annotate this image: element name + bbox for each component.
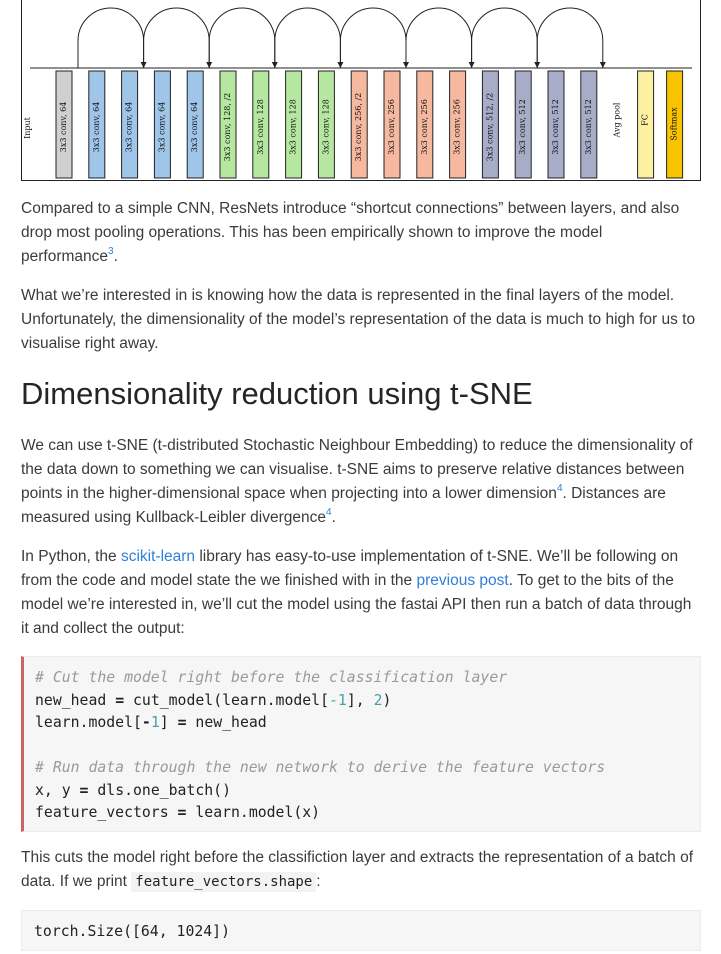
layer-box: [252, 70, 270, 179]
skip-connection-arc: [77, 7, 145, 68]
layer-box: [317, 70, 335, 179]
layer-label: 3x3 conv, 64: [59, 102, 68, 153]
layer-label: 3x3 conv, 512, /2: [485, 93, 494, 161]
layer-label: 3x3 conv, 512: [551, 99, 560, 155]
layer-label: 3x3 conv, 128, /2: [223, 93, 232, 161]
skip-connection-arc: [274, 7, 341, 68]
layer-label: 3x3 conv, 128: [256, 99, 265, 155]
layer-label: 3x3 conv, 256: [420, 99, 429, 155]
code-block-output[interactable]: torch.Size([64, 1024]): [21, 910, 701, 951]
layer-label: 3x3 conv, 512: [584, 99, 593, 155]
layer-box: [88, 70, 106, 179]
inline-code: feature_vectors.shape: [131, 872, 317, 892]
resnet-architecture-figure: Input 3x3 conv, 64 3x3 conv, 64 3x3 conv, 6…: [21, 0, 701, 181]
paragraph-python-intro: In Python, the scikit-learn library has …: [21, 548, 692, 637]
skip-connection-arc: [208, 7, 276, 68]
layer-label: 3x3 conv, 64: [92, 102, 101, 153]
skip-connection-arc: [471, 7, 538, 68]
layer-box: [449, 70, 467, 179]
layer-label: 3x3 conv, 64: [190, 102, 199, 153]
fc-box: [637, 70, 655, 179]
skip-connection-arc: [405, 7, 473, 68]
layer-box: [481, 70, 499, 179]
layer-label: 3x3 conv, 64: [125, 102, 134, 153]
layer-box: [285, 70, 303, 179]
layer-box: [350, 70, 368, 179]
code-comment: # Run data through the new network to de…: [35, 759, 606, 776]
previous-post-link[interactable]: previous post: [416, 572, 509, 589]
layer-box: [55, 70, 73, 179]
layer-label: 3x3 conv, 128: [289, 99, 298, 155]
layer-box: [219, 70, 237, 179]
arrow-head: [599, 62, 606, 68]
paragraph-motivation: What we’re interested in is knowing how …: [21, 287, 696, 352]
resnet-diagram: Input 3x3 conv, 64 3x3 conv, 64 3x3 conv, 6…: [23, 7, 692, 179]
skip-connection-arc: [339, 7, 407, 68]
layer-box: [383, 70, 401, 179]
paragraph-cut-explanation: This cuts the model right before the cla…: [21, 849, 694, 892]
layer-box: [547, 70, 565, 179]
layer-label: 3x3 conv, 512: [518, 99, 527, 155]
paragraph-resnet-intro: Compared to a simple CNN, ResNets introd…: [21, 200, 680, 265]
layer-label: 3x3 conv, 128: [321, 99, 330, 155]
footnote-ref-4[interactable]: 4: [556, 482, 563, 494]
layer-label: 3x3 conv, 64: [157, 102, 166, 153]
code-block-cut-model[interactable]: # Cut the model right before the classif…: [21, 656, 701, 832]
softmax-box: [666, 70, 684, 179]
code-comment: # Cut the model right before the classif…: [35, 669, 508, 686]
layer-label: 3x3 conv, 256: [387, 99, 396, 155]
layer-box: [514, 70, 532, 179]
layer-box: [186, 70, 204, 179]
layer-box: [153, 70, 171, 179]
layer-label: 3x3 conv, 256, /2: [354, 93, 363, 161]
footnote-ref-4-second[interactable]: 4: [326, 506, 332, 518]
section-heading: Dimensionality reduction using t-SNE: [21, 376, 533, 411]
paragraph-tsne-intro: We can use t-SNE (t-distributed Stochast…: [21, 437, 693, 526]
skip-connection-arc: [143, 7, 210, 68]
footnote-ref-3[interactable]: 3: [108, 245, 114, 257]
layer-label: 3x3 conv, 256: [453, 99, 462, 155]
input-label: Input: [23, 116, 32, 139]
skip-connection-arc: [536, 7, 604, 68]
layer-box: [121, 70, 139, 179]
scikit-learn-link[interactable]: scikit-learn: [120, 548, 196, 565]
softmax-label: Softmax: [670, 107, 679, 141]
avg-pool-label: Avg pool: [613, 102, 622, 138]
layer-box: [580, 70, 598, 179]
fc-label: FC: [641, 114, 650, 126]
layer-box: [416, 70, 434, 179]
